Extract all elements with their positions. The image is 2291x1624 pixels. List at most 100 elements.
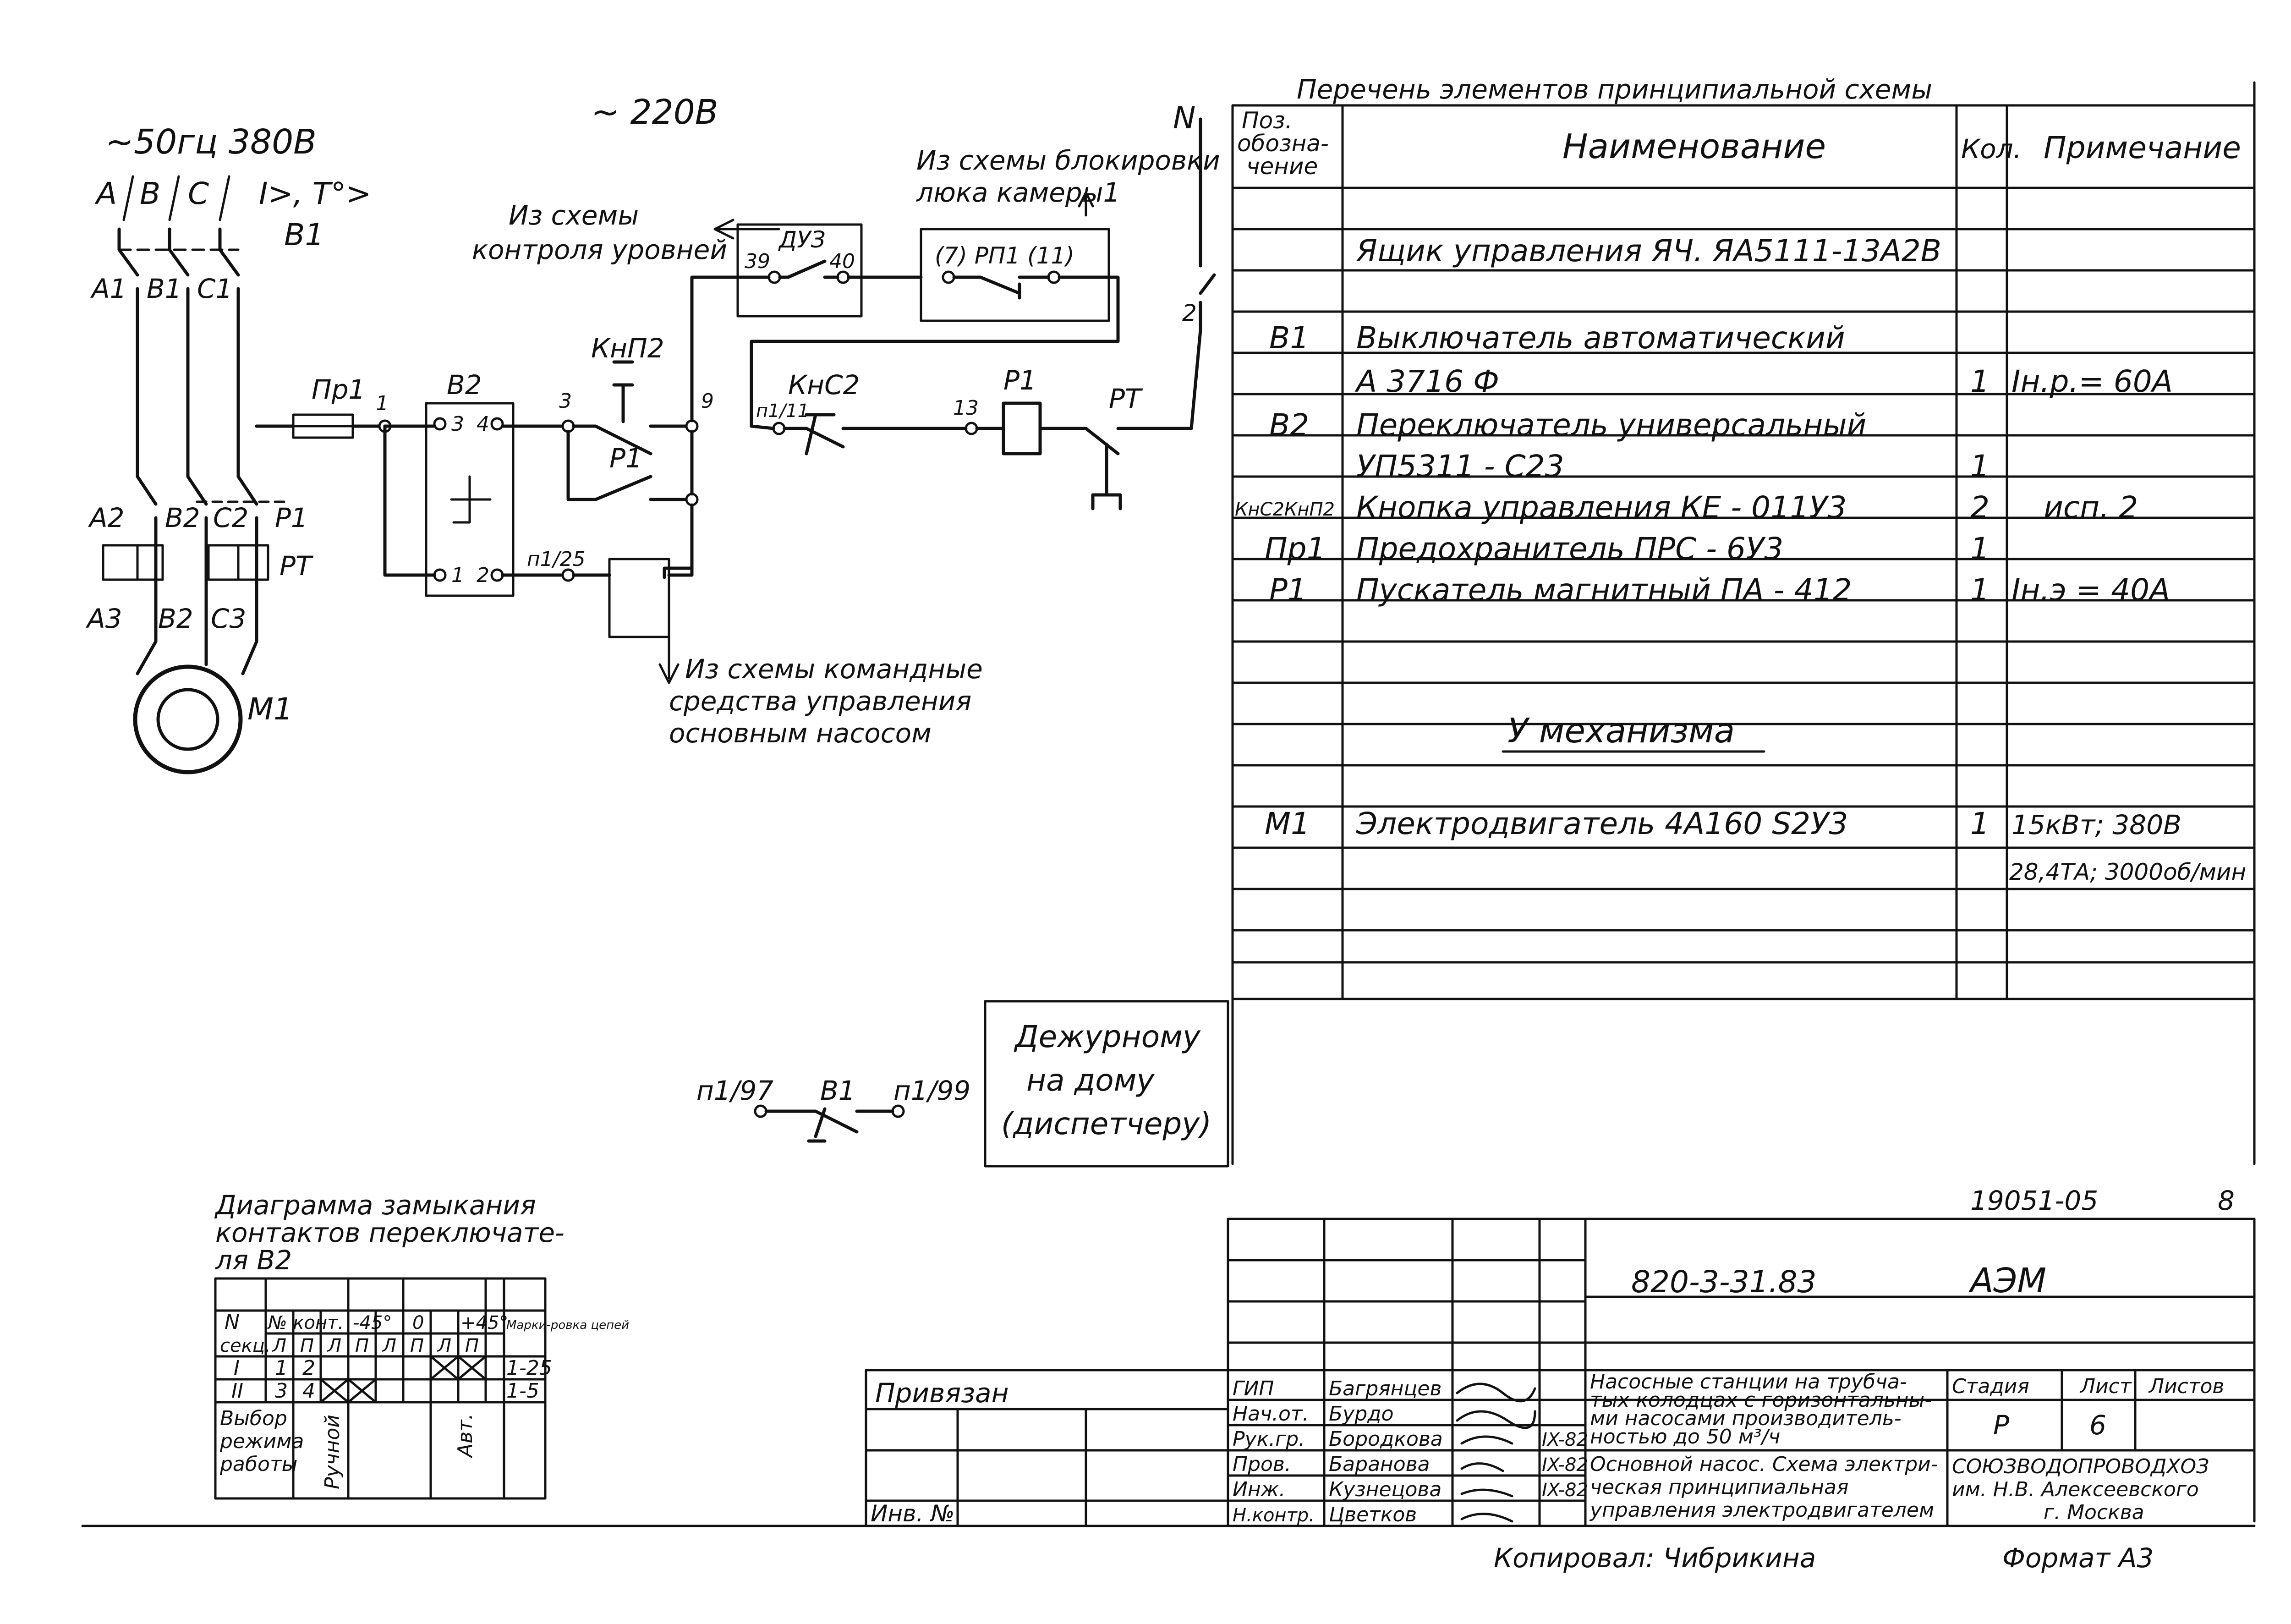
interlock-note-2: люка камеры1 — [916, 177, 1120, 208]
signal-contact-label: В1 — [820, 1075, 855, 1106]
holding-contact-p1-label: Р1 — [609, 443, 642, 474]
diagram-h-p1: П — [300, 1335, 314, 1356]
description-bottom-1: Основной насос. Схема электри- — [1590, 1453, 1938, 1476]
node-n-label: N — [1173, 100, 1195, 136]
contactor-p1-main-contacts — [136, 461, 285, 543]
terminal-a2: А2 — [88, 502, 125, 533]
thermal-relay-rt-elements — [102, 539, 269, 598]
row-7-name: Пускатель магнитный ПА - 412 — [1356, 572, 1852, 608]
motor-label: М1 — [247, 691, 293, 727]
dispatcher-box — [984, 1000, 1229, 1168]
diagram-r2-mark: 1-5 — [506, 1379, 539, 1403]
name-1: Багрянцев — [1329, 1377, 1441, 1400]
role-2: Нач.от. — [1233, 1402, 1309, 1426]
diagram-h-l1: Л — [272, 1335, 286, 1356]
diagram-h-l2: Л — [327, 1335, 341, 1356]
row-8-name: У механизма — [1507, 711, 1735, 751]
breaker-b1-contacts — [117, 227, 240, 465]
protection-label: I>, T°> — [259, 176, 371, 211]
switch-terminal-2: 2 — [477, 564, 489, 587]
inventory-label: Инв. № — [871, 1500, 954, 1527]
switch-terminal-3: 3 — [451, 412, 464, 436]
node-13-label: 13 — [953, 396, 979, 420]
external-control-note-2: средства управления — [669, 686, 971, 717]
node-3-label: 3 — [559, 390, 572, 413]
diagram-h-sec: секц. — [220, 1335, 271, 1356]
sheet-number: 8 — [2218, 1185, 2235, 1216]
interlock-note-1: Из схемы блокировки — [916, 145, 1220, 176]
row-7-qty: 1 — [1970, 572, 1990, 608]
row-6-pos: Пр1 — [1265, 531, 1326, 566]
date-3: IX-82 — [1542, 1480, 1588, 1501]
phase-c-label: C — [188, 176, 209, 211]
diagram-h-0: 0 — [412, 1312, 424, 1333]
row-7-note: Iн.э = 40А — [2011, 572, 2170, 608]
diagram-h-p3: П — [410, 1335, 424, 1356]
diagram-h-cont: № конт. — [267, 1312, 344, 1333]
header-pos-3: чение — [1246, 153, 1318, 180]
switch-terminal-4: 4 — [477, 412, 489, 436]
date-1: IX-82 — [1542, 1429, 1588, 1450]
motor-m1 — [133, 594, 258, 774]
terminal-c2: С2 — [213, 502, 248, 533]
dispatcher-line-1: Дежурному — [1014, 1019, 1201, 1054]
signal-right-terminal: п1/99 — [893, 1075, 970, 1106]
mode-label-1: Выбор — [220, 1407, 287, 1430]
name-5: Кузнецова — [1329, 1478, 1441, 1501]
org-2: им. Н.В. Алексеевского — [1952, 1478, 2199, 1501]
terminal-b1: В1 — [147, 273, 182, 304]
row-3-pos: В2 — [1269, 407, 1309, 443]
diagram-h-p2: П — [355, 1335, 369, 1356]
phase-b-label: B — [140, 176, 160, 211]
role-6: Н.контр. — [1233, 1505, 1315, 1526]
coil-p1-label: Р1 — [1003, 365, 1036, 396]
row-9-pos: М1 — [1265, 806, 1310, 841]
diagram-r1-mark: 1-25 — [506, 1356, 552, 1380]
node-2-label: 2 — [1182, 300, 1197, 326]
row-4-qty: 1 — [1970, 449, 1990, 484]
description-top-1: Насосные станции на трубча- — [1590, 1370, 1907, 1394]
row-2-note: Iн.р.= 60А — [2011, 364, 2173, 399]
mode-label-2: режима — [219, 1430, 304, 1453]
terminal-b2: В2 — [165, 502, 200, 533]
phase-a-label: A — [94, 176, 117, 211]
sheet-ref: 19051-05 — [1970, 1185, 2098, 1216]
project-section: АЭМ — [1968, 1261, 2046, 1300]
diagram-h-m45: -45° — [353, 1312, 392, 1333]
power-circuit: ~50гц 380В ~ 220В A B C I>, T°> В1 А1 В1… — [85, 93, 718, 774]
row-1-pos: В1 — [1269, 320, 1309, 356]
breaker-label: В1 — [284, 217, 324, 252]
button-knp2-label: КнП2 — [591, 333, 664, 364]
node-1-label: 1 — [376, 392, 389, 415]
project-code: 820-3-31.83 — [1631, 1264, 1817, 1300]
thermal-relay-label: РТ — [280, 550, 314, 582]
elements-table: Перечень элементов принципиальной схемы … — [1231, 74, 2256, 1165]
name-6: Цветков — [1329, 1503, 1417, 1526]
row-9-qty: 1 — [1970, 806, 1990, 841]
level-control-note-2: контроля уровней — [472, 234, 727, 265]
sheets-header: Листов — [2148, 1375, 2224, 1398]
terminal-a1: А1 — [90, 273, 127, 304]
row-5-note: исп. 2 — [2044, 490, 2138, 525]
row-6-qty: 1 — [1970, 531, 1990, 566]
row-5-name: Кнопка управления КЕ - 011У3 — [1356, 490, 1847, 525]
sheets-value: 6 — [2089, 1410, 2106, 1441]
switch-b2 — [425, 402, 515, 597]
node-9-label: 9 — [701, 390, 714, 413]
contactor-p1-label: Р1 — [275, 502, 308, 533]
diagram-r2-sec: II — [231, 1379, 243, 1403]
description-bottom-2: ческая принципиальная — [1590, 1476, 1848, 1499]
role-1: ГИП — [1233, 1377, 1274, 1400]
title-block: 19051-05 8 Привязан Инв. № 820-3-31.83 А… — [81, 1185, 2256, 1574]
mode-label-3: работы — [219, 1453, 297, 1476]
terminal-c1: С1 — [197, 273, 232, 304]
row-7-pos: Р1 — [1269, 572, 1307, 608]
interlock-relay-box — [920, 228, 1110, 322]
org-3: г. Москва — [2044, 1501, 2144, 1524]
sheet-header: Лист — [2079, 1375, 2132, 1398]
level-terminal-40: 40 — [829, 250, 855, 273]
header-name: Наименование — [1562, 127, 1826, 166]
stage-value: Р — [1993, 1410, 2009, 1441]
switch-diagram: Диаграмма замыкания контактов переключат… — [214, 1190, 629, 1500]
role-3: Рук.гр. — [1233, 1427, 1305, 1451]
